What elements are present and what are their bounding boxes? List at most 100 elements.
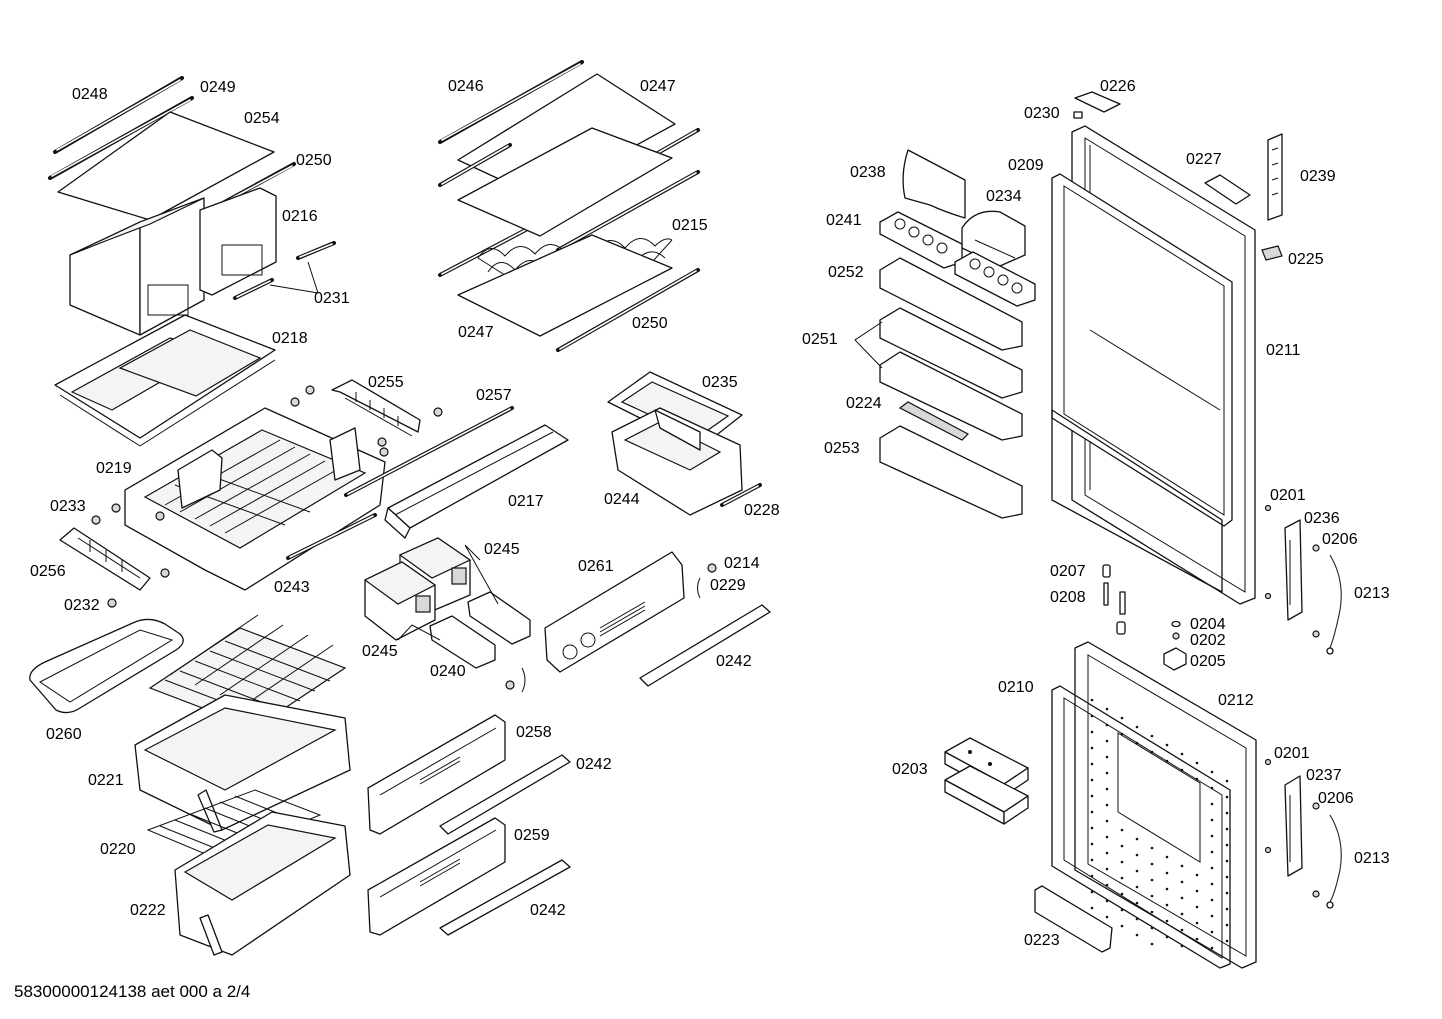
liner-dot — [1150, 750, 1154, 754]
liner-dot — [1225, 795, 1229, 799]
label-0252: 0252 — [828, 264, 864, 281]
label-0245: 0245 — [484, 541, 520, 558]
label-0227: 0227 — [1186, 151, 1222, 168]
liner-dot — [1150, 942, 1154, 946]
part-0212-insulation-dots — [1090, 698, 1229, 950]
part-0252-door-shelf — [879, 257, 1023, 351]
liner-dot — [1090, 698, 1094, 702]
label-0248: 0248 — [72, 86, 108, 103]
liner-dot — [1195, 889, 1199, 893]
part-0203-cold-packs — [944, 737, 1029, 825]
liner-dot — [1180, 944, 1184, 948]
label-0254: 0254 — [244, 110, 280, 127]
label-0217: 0217 — [508, 493, 544, 510]
part-0235-box-lid — [607, 371, 743, 449]
liner-dot — [1120, 876, 1124, 880]
part-0246-shelf-trim — [438, 60, 584, 144]
label-0233: 0233 — [50, 498, 86, 515]
part-0208-hinge-pin — [1103, 582, 1126, 635]
label-0211: 0211 — [1266, 342, 1301, 359]
liner-dot — [1180, 912, 1184, 916]
label-0249: 0249 — [200, 79, 236, 96]
part-0258-drawer-front — [367, 714, 506, 835]
label-0238: 0238 — [850, 164, 886, 181]
liner-dot — [1105, 883, 1109, 887]
part-0221-crisper-drawer — [134, 614, 351, 833]
liner-dot — [1210, 818, 1214, 822]
liner-dot — [1210, 802, 1214, 806]
liner-dot — [1210, 898, 1214, 902]
part-0230-clip — [1073, 111, 1083, 119]
part-0256-drawer-rail — [59, 527, 151, 591]
part-0210-freezer-gasket — [1051, 685, 1231, 969]
label-0250-bottom: 0250 — [632, 315, 668, 332]
part-0249-shelf-trim — [48, 96, 194, 180]
liner-dot — [1105, 787, 1109, 791]
liner-dot — [1165, 759, 1169, 763]
label-0201-lower: 0201 — [1274, 745, 1310, 762]
liner-dot — [1195, 761, 1199, 765]
part-0213-cable-end-upper — [1326, 647, 1334, 655]
part-0234-butter-dish — [961, 210, 1026, 267]
liner-dot — [1105, 803, 1109, 807]
part-0217-drawer-front — [384, 424, 569, 539]
liner-dot — [1150, 910, 1154, 914]
label-0258: 0258 — [516, 724, 552, 741]
label-0210: 0210 — [998, 679, 1034, 696]
label-0232: 0232 — [64, 597, 100, 614]
part-0261-control-panel — [544, 551, 685, 673]
label-0257: 0257 — [476, 387, 512, 404]
liner-dot — [1105, 819, 1109, 823]
part-0242-trim-rod-2 — [439, 754, 571, 835]
liner-dot — [1090, 762, 1094, 766]
label-0228: 0228 — [744, 502, 780, 519]
label-0203: 0203 — [892, 761, 928, 778]
liner-dot — [1225, 923, 1229, 927]
liner-dot — [1105, 707, 1109, 711]
liner-dot — [1090, 810, 1094, 814]
part-0239-display-module — [1267, 133, 1283, 221]
liner-dot — [1150, 926, 1154, 930]
label-0206: 0206 — [1322, 531, 1358, 548]
label-0225: 0225 — [1288, 251, 1324, 268]
label-0223: 0223 — [1024, 932, 1060, 949]
label-0214: 0214 — [724, 555, 760, 572]
liner-dot — [1225, 875, 1229, 879]
part-0219-fresh-drawer — [124, 407, 386, 591]
part-fasteners-drawer — [91, 385, 443, 608]
liner-dot — [1180, 768, 1184, 772]
liner-dot — [1120, 828, 1124, 832]
liner-dot — [1105, 851, 1109, 855]
label-0256: 0256 — [30, 563, 66, 580]
label-0201: 0201 — [1270, 487, 1306, 504]
part-0245-small-bins — [363, 537, 472, 641]
liner-dot — [1210, 946, 1214, 950]
part-0259-drawer-front — [367, 817, 506, 936]
label-0220: 0220 — [100, 841, 136, 858]
liner-dot — [1210, 882, 1214, 886]
label-0251: 0251 — [802, 331, 838, 348]
label-0253: 0253 — [824, 440, 860, 457]
part-0222-crisper-drawer — [174, 811, 351, 956]
liner-dot — [1105, 915, 1109, 919]
label-0231: 0231 — [314, 290, 350, 307]
liner-dot — [1165, 743, 1169, 747]
label-0218: 0218 — [272, 330, 308, 347]
label-0239: 0239 — [1300, 168, 1336, 185]
part-screws-upper — [1264, 504, 1320, 638]
part-0238-flap — [902, 149, 966, 219]
liner-dot — [1210, 866, 1214, 870]
part-screws-lower — [1264, 758, 1320, 898]
label-0242: 0242 — [716, 653, 752, 670]
liner-dot — [1105, 755, 1109, 759]
liner-dot — [1165, 855, 1169, 859]
part-0242-trim-rod-3 — [439, 859, 571, 936]
liner-dot — [1105, 739, 1109, 743]
label-0224: 0224 — [846, 395, 882, 412]
liner-dot — [1105, 835, 1109, 839]
liner-dot — [1150, 862, 1154, 866]
liner-dot — [1135, 917, 1139, 921]
part-0251-door-shelf-1 — [879, 307, 1023, 399]
label-0213: 0213 — [1354, 585, 1390, 602]
liner-dot — [1090, 874, 1094, 878]
